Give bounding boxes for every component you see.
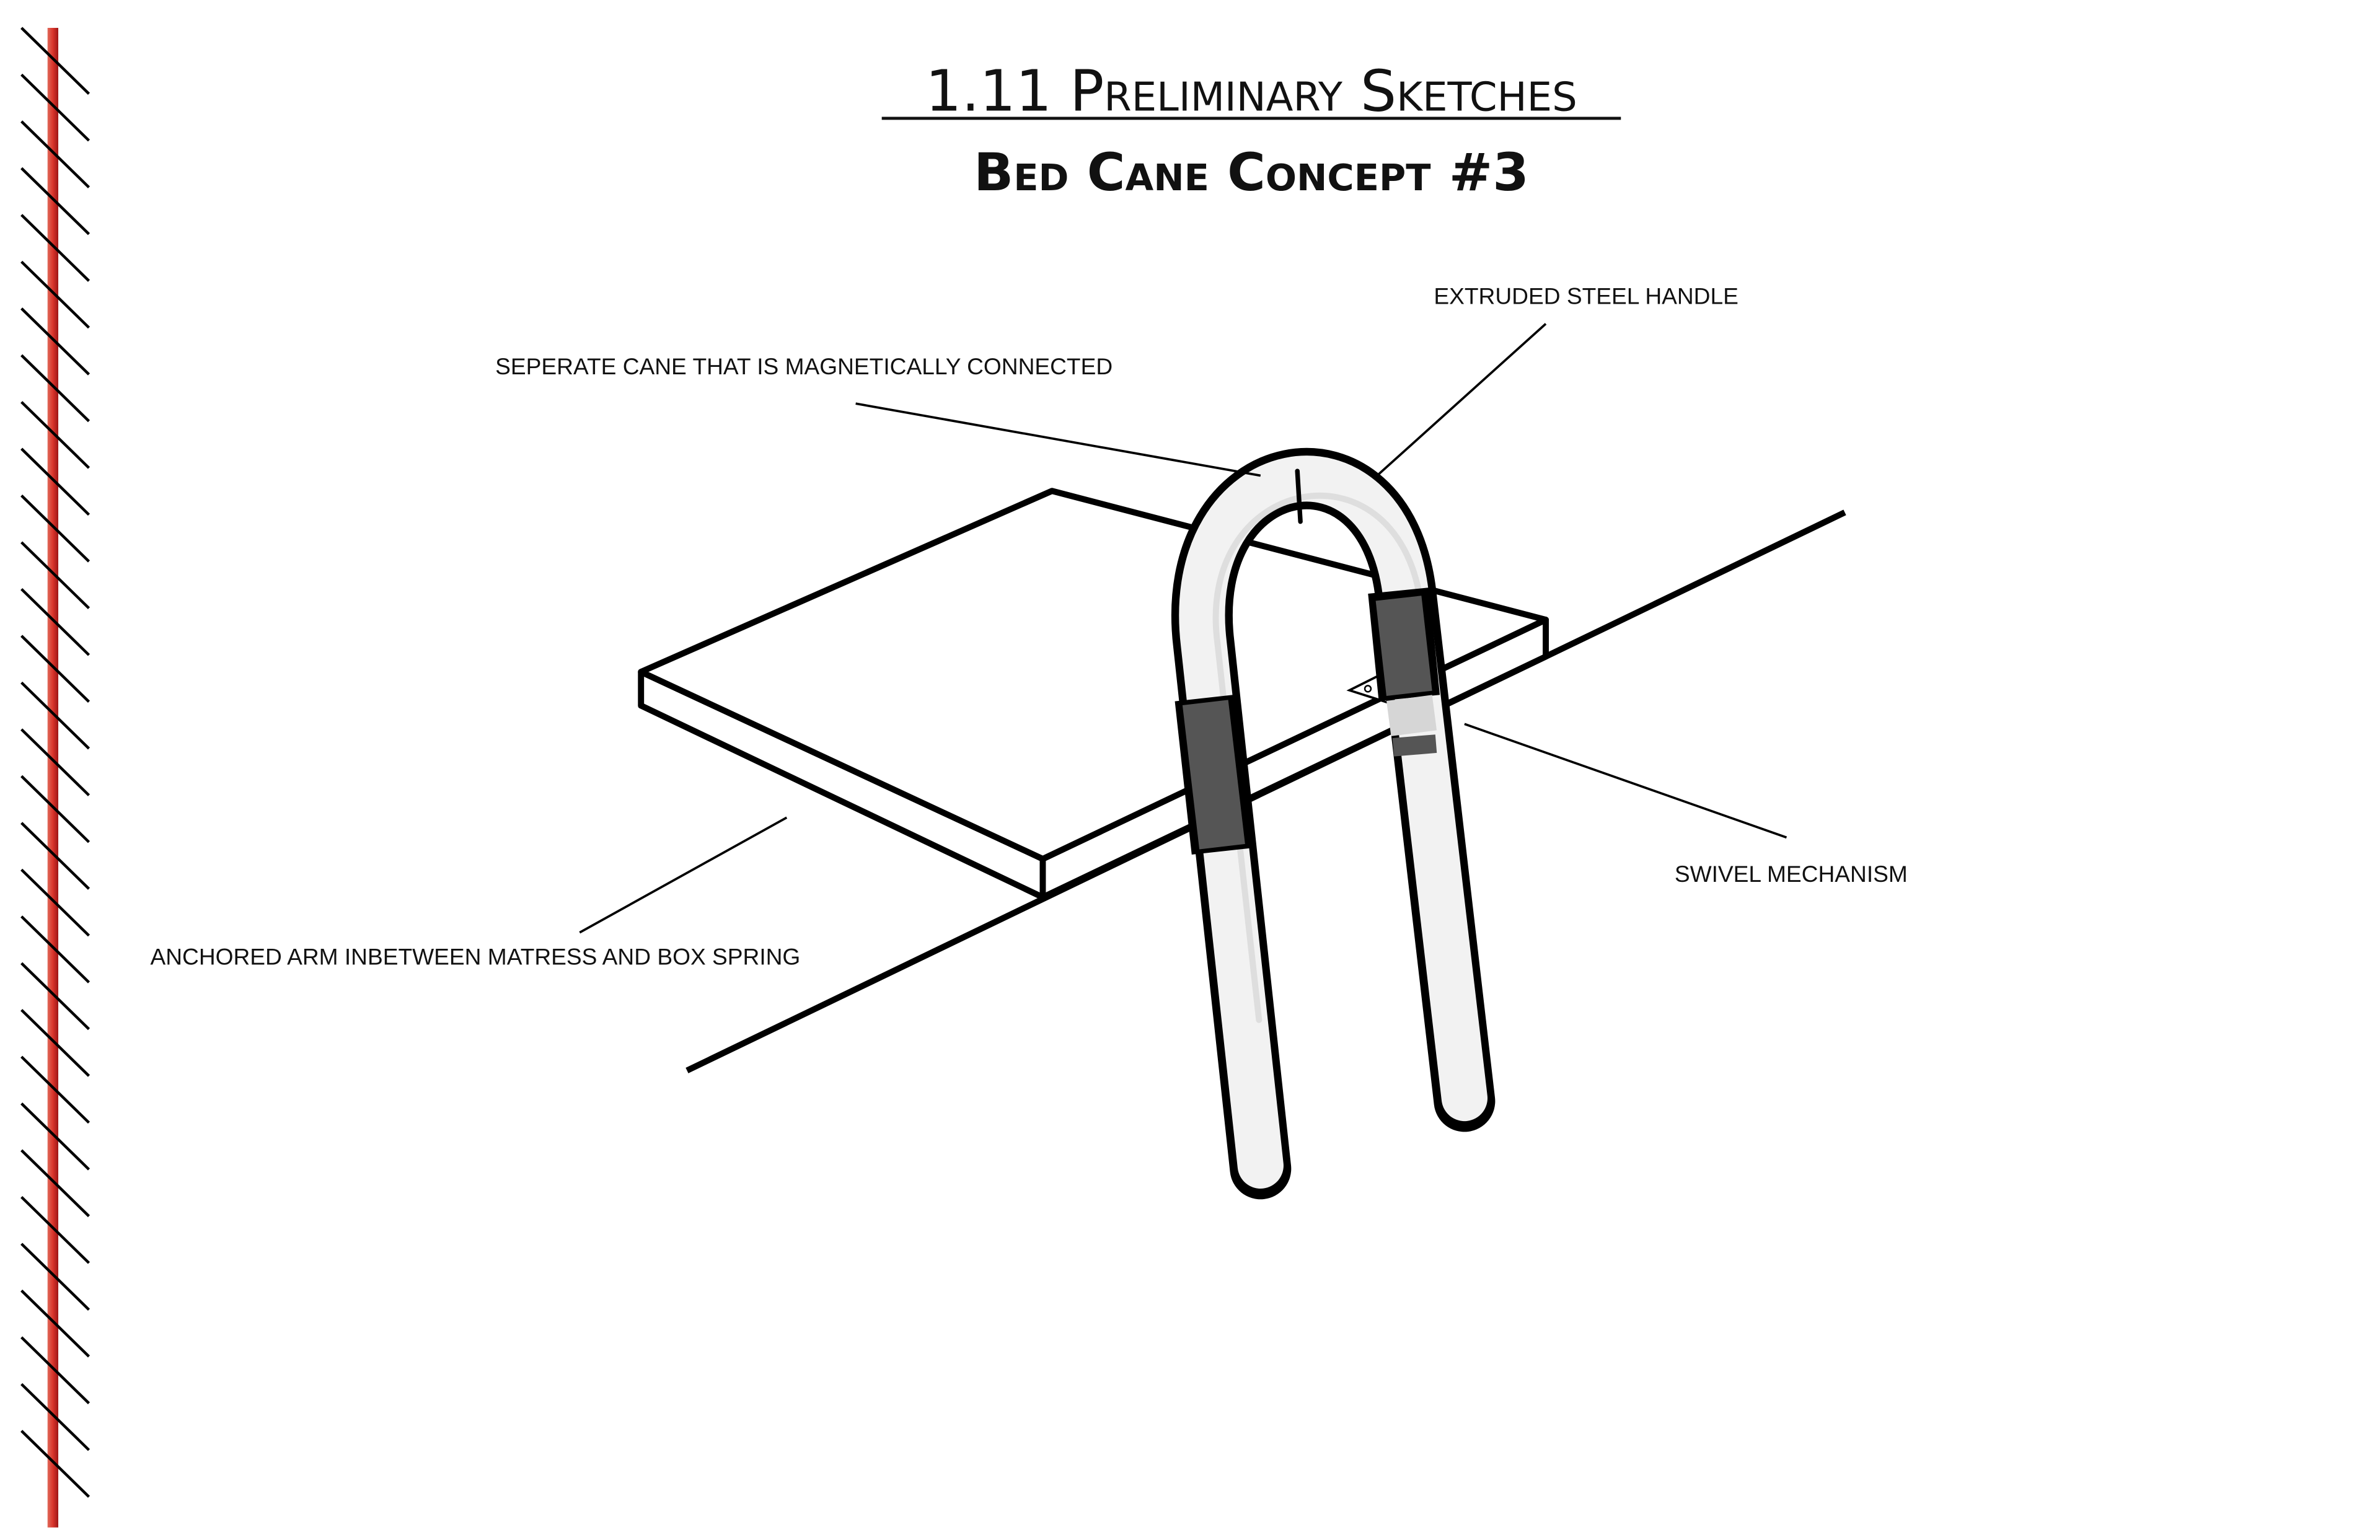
label-handle: EXTRUDED STEEL HANDLE [1434,283,1738,309]
binding-hatch [20,307,90,376]
binding-hatch [20,167,90,235]
binding-hatch [20,260,90,329]
binding-hatch [20,587,90,656]
bed-cane-handle [1171,447,1496,1200]
binding-hatch [20,728,90,796]
binding-hatch [20,681,90,750]
binding-hatch [20,214,90,282]
binding-hatch [20,635,90,703]
binding-hatch [20,495,90,563]
binding-hatch [20,541,90,610]
page-subtitle: Bed Cane Concept #3 [974,142,1529,203]
binding-hatch [20,1102,90,1171]
binding-hatch [20,1383,90,1451]
binding-hatches [20,27,90,1498]
page-title: 1.11 Preliminary Sketches [925,58,1577,125]
leader-lines [579,323,1787,934]
binding-hatch [20,447,90,516]
binding-hatch [20,27,90,95]
binding-hatch [20,1336,90,1404]
binding-hatch [20,822,90,890]
binding-hatch [20,1149,90,1218]
binding-hatch [20,1009,90,1077]
label-arm: ANCHORED ARM INBETWEEN MATRESS AND BOX S… [150,944,800,970]
binding-hatch [20,1430,90,1498]
binding-hatch [20,775,90,843]
magnetic-joint [1295,469,1303,524]
binding-hatch [20,962,90,1031]
binding-hatch [20,868,90,937]
binding-spine [20,27,90,1528]
binding-hatch [20,401,90,469]
binding-hatch [20,73,90,142]
swivel-collar [1386,695,1437,736]
binding-hatch [20,1289,90,1358]
red-binding-bar [47,27,59,1528]
binding-hatch [20,1055,90,1124]
label-swivel: SWIVEL MECHANISM [1675,861,1908,887]
binding-hatch [20,1195,90,1264]
binding-hatch [20,120,90,188]
label-cane: SEPERATE CANE THAT IS MAGNETICALLY CONNE… [495,353,1113,379]
binding-hatch [20,1243,90,1311]
binding-hatch [20,915,90,983]
binding-hatch [20,354,90,423]
